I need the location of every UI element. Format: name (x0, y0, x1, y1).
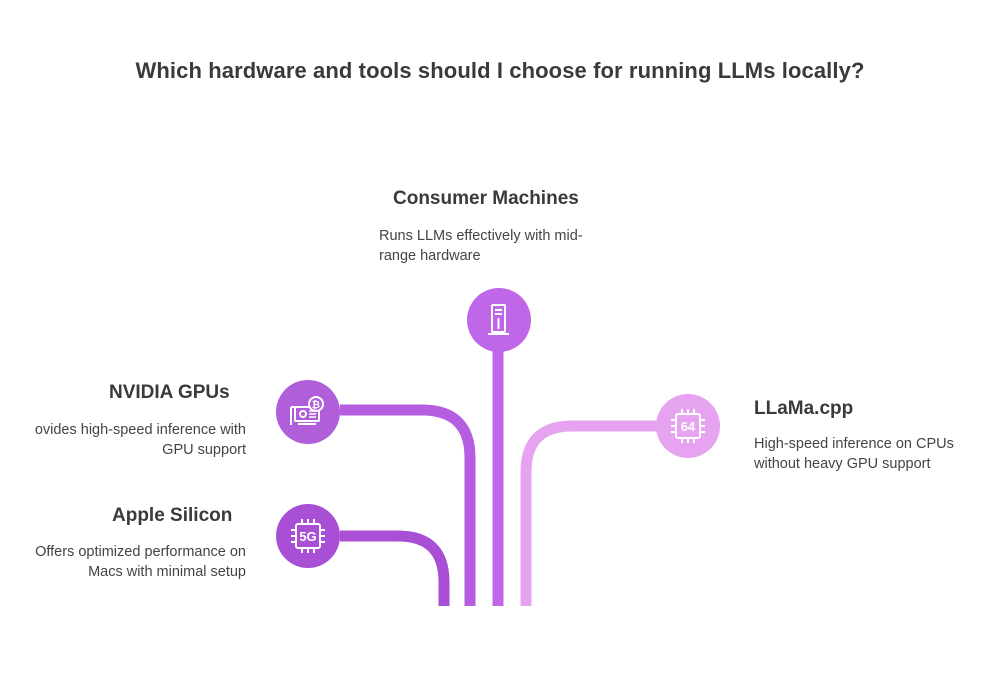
chip-64-label: 64 (681, 419, 696, 434)
connector-nvidia (340, 404, 476, 606)
consumer-machines-heading: Consumer Machines (393, 188, 579, 209)
llama-cpp-heading: LLaMa.cpp (754, 398, 854, 419)
graphics-card-icon: ₿ (276, 380, 340, 444)
connector-llama (520, 420, 660, 606)
svg-text:₿: ₿ (312, 399, 320, 411)
desktop-tower-icon (467, 288, 531, 352)
apple-silicon-heading: Apple Silicon (112, 505, 233, 526)
apple-desc-line-1: Offers optimized performance on (35, 544, 246, 560)
apple-desc-line-2: Macs with minimal setup (88, 564, 246, 580)
nvidia-desc-line-1: ovides high-speed inference with (34, 422, 246, 438)
connector-apple-silicon (340, 530, 450, 606)
llama-desc-line-2: without heavy GPU support (754, 456, 931, 472)
llama-desc-line-1: High-speed inference on CPUs (754, 436, 954, 452)
chip-5g-icon: 5G (276, 504, 340, 568)
nvidia-gpus-heading: NVIDIA GPUs (109, 382, 230, 403)
consumer-desc-line-2: range hardware (379, 248, 481, 264)
apple-silicon-desc: Offers optimized performance on Macs wit… (0, 542, 246, 582)
consumer-desc-line-1: Runs LLMs effectively with mid- (379, 228, 583, 244)
diagram-title: Which hardware and tools should I choose… (135, 58, 865, 83)
chip-64-icon: 64 (656, 394, 720, 458)
chip-5g-label: 5G (299, 529, 316, 544)
consumer-machines-desc: Runs LLMs effectively with mid- range ha… (379, 226, 583, 266)
nvidia-desc-line-2: GPU support (162, 442, 246, 458)
llama-cpp-desc: High-speed inference on CPUs without hea… (754, 434, 954, 474)
nvidia-gpus-desc: ovides high-speed inference with GPU sup… (0, 420, 246, 460)
